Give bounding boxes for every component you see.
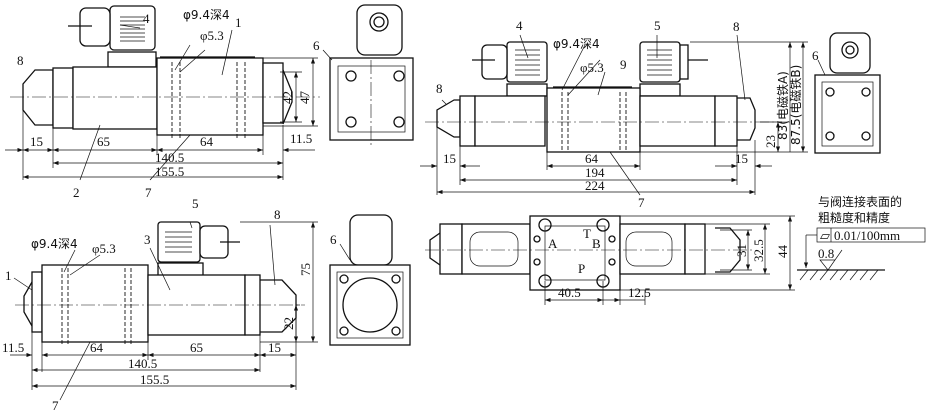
part-label: 2 [73, 185, 80, 200]
part-label: 7 [52, 398, 59, 412]
dim-label: 65 [97, 134, 110, 149]
part-label: 8 [733, 19, 740, 34]
single-solenoid-view-a: 8 4 1 2 7 φ9.4深4 φ5.3 15 65 64 11.5 140.… [5, 5, 320, 200]
dim-label: 224 [585, 178, 605, 193]
side-view-c: 6 [329, 214, 411, 346]
note-line-2: 粗糙度和精度 [818, 210, 890, 225]
dim-label: 15 [268, 340, 281, 355]
dim-label: 65 [190, 340, 203, 355]
dim-label: 12.5 [628, 285, 651, 300]
hole-label: φ5.3 [200, 28, 224, 43]
dim-label: 15 [735, 151, 748, 166]
part-label: 6 [313, 38, 320, 53]
double-solenoid-view: 8 4 5 9 8 7 φ9.4深4 φ5.3 15 64 15 194 224… [420, 18, 808, 210]
dim-label: 140.5 [155, 150, 184, 165]
dim-label: 64 [200, 134, 214, 149]
manual-override-8 [22, 69, 54, 126]
side-view-b: 6 [812, 32, 881, 154]
part-label: 4 [143, 11, 150, 26]
part-label: 8 [274, 207, 281, 222]
dim-label: 87.5(电磁铁B) [788, 65, 803, 145]
dim-label: 44 [775, 245, 790, 259]
surface-requirement-note: 与阀连接表面的 粗糙度和精度 ▱ 0.01/100mm 0.8 [797, 194, 926, 281]
dim-label: 140.5 [128, 356, 157, 371]
part-label: 7 [638, 195, 645, 210]
note-line-1: 与阀连接表面的 [818, 194, 902, 209]
port-label-p: P [578, 261, 585, 276]
part-label: 1 [235, 15, 242, 30]
dim-label: 155.5 [155, 164, 184, 179]
dim-label: 15 [443, 151, 456, 166]
flatness-symbol: ▱ [820, 228, 830, 243]
dim-label: 83(电磁铁A) [775, 71, 790, 140]
part-label: 6 [330, 232, 337, 247]
roughness-value: 0.8 [818, 246, 834, 261]
port-label-t: T [583, 226, 591, 241]
port-label-b: B [592, 236, 601, 251]
roughness-symbol [819, 249, 843, 271]
part-label: 8 [436, 81, 443, 96]
dim-label: 75 [298, 263, 313, 276]
part-label: 4 [516, 18, 523, 33]
solenoid-2 [72, 66, 158, 130]
port-label-a: A [548, 236, 558, 251]
part-label: 6 [812, 48, 819, 63]
part-label: 7 [145, 185, 152, 200]
dim-label: 64 [585, 151, 599, 166]
dim-label: 15 [30, 134, 43, 149]
hole-label: φ9.4深4 [553, 37, 600, 51]
hole-label: φ5.3 [580, 60, 604, 75]
mounting-plan-view: A T B P 40.5 12.5 31 32.5 44 [425, 215, 795, 305]
dim-label: 23 [763, 135, 778, 148]
single-solenoid-view-b: 1 5 3 8 7 φ9.4深4 φ5.3 11.5 64 65 15 140.… [2, 196, 318, 412]
dim-label: 155.5 [140, 372, 169, 387]
valve-body-1 [156, 57, 264, 136]
dim-label: 31 [734, 244, 749, 257]
part-label: 5 [192, 196, 199, 211]
connector-4 [68, 5, 157, 68]
part-label: 8 [17, 53, 24, 68]
dim-label: 32.5 [751, 239, 766, 262]
part-label: 1 [5, 268, 12, 283]
hole-label: φ5.3 [92, 241, 116, 256]
dim-label: 40.5 [558, 285, 581, 300]
dim-label: 11.5 [2, 340, 24, 355]
part-label: 9 [620, 57, 627, 72]
hole-label: φ9.4深4 [183, 8, 230, 22]
dim-label: 194 [585, 165, 605, 180]
hole-label: φ9.4深4 [31, 237, 78, 251]
tolerance-value: 0.01/100mm [834, 228, 900, 243]
part-label: 3 [144, 232, 151, 247]
side-view-a: 6 [313, 4, 414, 145]
dim-label: 22 [281, 317, 296, 330]
dim-label: 42 [280, 91, 295, 104]
dim-label: 47 [297, 91, 312, 105]
part-label: 5 [654, 18, 661, 33]
dim-label: 64 [90, 340, 104, 355]
dim-label: 11.5 [290, 131, 312, 146]
